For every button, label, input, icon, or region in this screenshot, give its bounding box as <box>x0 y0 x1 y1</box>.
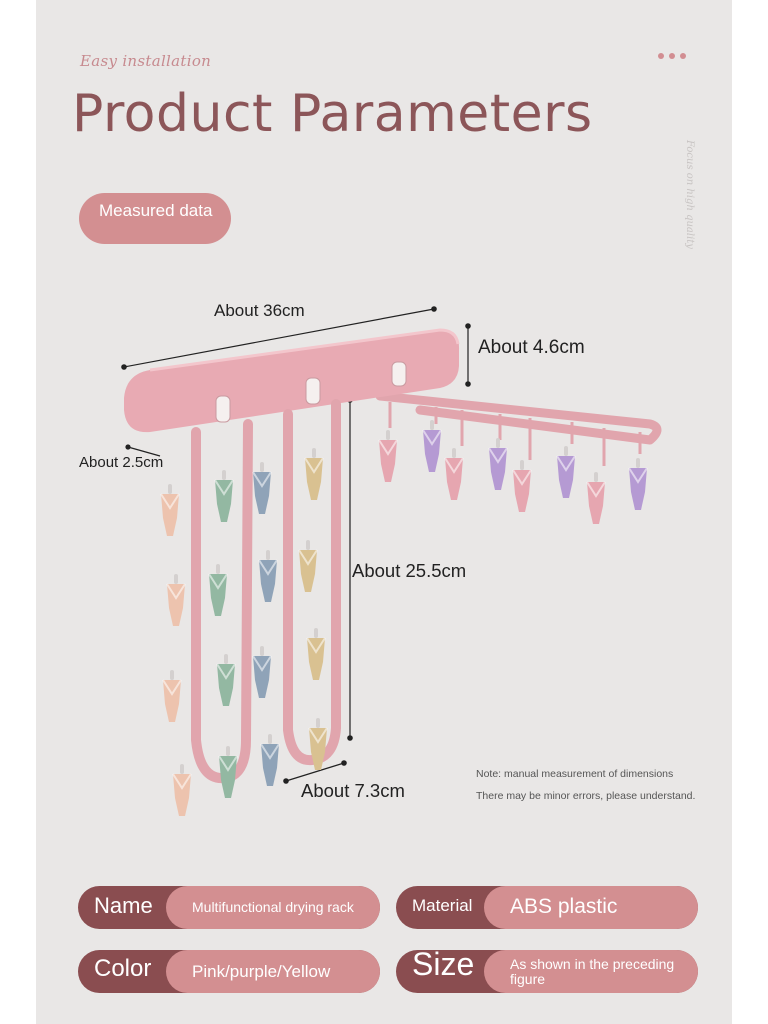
width-dimension-label: About 36cm <box>214 301 305 320</box>
hang-length-dimension-label: About 25.5cm <box>352 560 467 581</box>
param-material-value: ABS plastic <box>484 886 698 929</box>
main-bar <box>124 328 460 433</box>
param-size-value: As shown in the preceding figure <box>484 950 698 993</box>
easy-installation-script: Easy installation <box>80 52 212 70</box>
param-color-value: Pink/purple/Yellow <box>166 950 380 993</box>
param-material-label: Material <box>412 896 473 915</box>
param-size: Size As shown in the preceding figure <box>396 946 698 993</box>
vertical-tagline: Focus on high quality <box>684 140 695 249</box>
depth-dimension-label: About 2.5cm <box>79 454 164 471</box>
param-color-label: Color <box>94 955 152 982</box>
height-dimension-label: About 4.6cm <box>478 337 585 358</box>
param-name-value: Multifunctional drying rack <box>166 886 380 929</box>
page-title: Product Parameters <box>72 84 593 144</box>
measurement-note: Note: manual measurement of dimensions <box>476 768 674 780</box>
measured-data-badge: Measured data <box>79 193 231 244</box>
more-dots-icon <box>658 53 686 59</box>
background-panel <box>36 0 732 1024</box>
right-arm <box>375 391 662 445</box>
param-size-label: Size <box>412 946 475 982</box>
hook-width-dimension-label: About 7.3cm <box>301 780 405 801</box>
param-color: Color Pink/purple/Yellow <box>78 950 380 993</box>
error-note: There may be minor errors, please unders… <box>476 790 696 802</box>
dimension-lines <box>121 306 471 784</box>
param-material: Material ABS plastic <box>396 886 698 929</box>
right-arm-hooks <box>388 402 642 466</box>
param-name: Name Multifunctional drying rack <box>78 886 380 929</box>
param-name-label: Name <box>94 893 153 918</box>
